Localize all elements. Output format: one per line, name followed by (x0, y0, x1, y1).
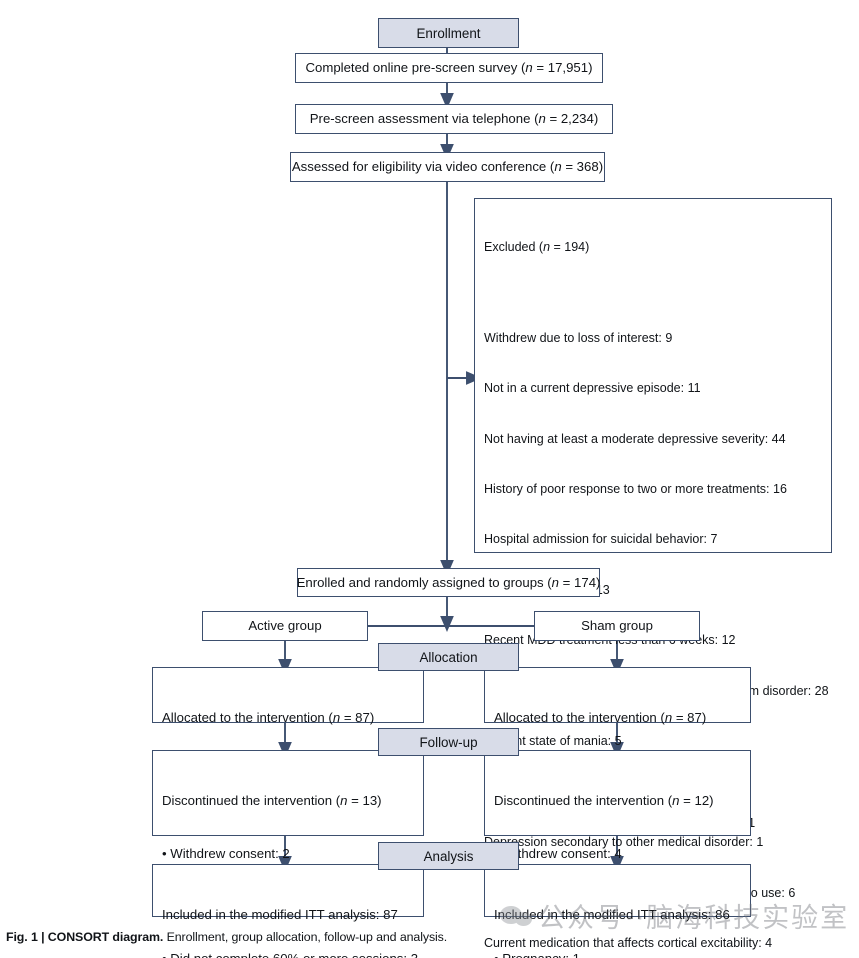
allocation-sham-header: Allocated to the intervention (n = 87) (494, 710, 707, 726)
active-group-label: Active group (248, 618, 322, 634)
figure-caption: Fig. 1 | CONSORT diagram. Enrollment, gr… (6, 930, 447, 944)
stage-enrollment-text: Enrollment (416, 25, 481, 41)
box-analysis-sham: Included in the modified ITT analysis: 8… (484, 864, 751, 922)
box-assessed-eligibility-text: Assessed for eligibility via video confe… (291, 159, 604, 175)
wechat-icon (500, 904, 534, 928)
stage-followup-text: Follow-up (419, 734, 478, 750)
stage-label-enrollment: Enrollment (378, 18, 519, 48)
analysis-active-item: Included in the modified ITT analysis: 8… (162, 907, 398, 923)
followup-sham-item: • Pregnancy: 1 (494, 950, 742, 958)
excluded-reason: Withdrew due to loss of interest: 9 (484, 330, 673, 345)
box-randomized: Enrolled and randomly assigned to groups… (297, 568, 600, 597)
excluded-reason: Not in a current depressive episode: 11 (484, 381, 701, 396)
figure-caption-text: Enrollment, group allocation, follow-up … (163, 930, 448, 944)
box-followup-active: Discontinued the intervention (n = 13) •… (152, 750, 424, 958)
box-excluded: Excluded (n = 194) Withdrew due to loss … (474, 198, 832, 950)
box-prescreen-survey: Completed online pre-screen survey (n = … (295, 53, 603, 83)
box-active-group: Active group (202, 611, 368, 641)
box-allocation-active: Allocated to the intervention (n = 87) •… (152, 667, 424, 830)
box-prescreen-assessment-text: Pre-screen assessment via telephone (n =… (309, 111, 599, 127)
watermark-text: 公众号··脑海科技实验室 (538, 903, 850, 934)
sham-group-label: Sham group (581, 618, 653, 634)
box-prescreen-survey-text: Completed online pre-screen survey (n = … (305, 60, 593, 76)
wechat-watermark: 公众号··脑海科技实验室 (500, 896, 849, 935)
followup-active-item: • Withdrew consent: 2 (162, 845, 290, 861)
stage-allocation-text: Allocation (419, 649, 478, 665)
excluded-reason: Hospital admission for suicidal behavior… (484, 532, 718, 547)
stage-label-followup: Follow-up (378, 728, 519, 756)
box-sham-group: Sham group (534, 611, 700, 641)
followup-active-header: Discontinued the intervention (n = 13) (162, 793, 382, 809)
box-followup-sham: Discontinued the intervention (n = 12) •… (484, 750, 751, 958)
excluded-reason: History of poor response to two or more … (484, 482, 787, 496)
box-allocation-sham: Allocated to the intervention (n = 87) •… (484, 667, 755, 830)
followup-sham-item: • Withdrew consent: 4 (494, 845, 622, 861)
followup-sham-header: Discontinued the intervention (n = 12) (494, 793, 714, 809)
box-prescreen-assessment: Pre-screen assessment via telephone (n =… (295, 104, 613, 134)
allocation-active-header: Allocated to the intervention (n = 87) (162, 710, 375, 726)
excluded-title: Excluded (n = 194) (484, 239, 590, 254)
stage-label-allocation: Allocation (378, 643, 519, 671)
stage-label-analysis: Analysis (378, 842, 519, 870)
followup-active-item: • Did not complete 60% or more sessions:… (162, 950, 418, 958)
excluded-reason: Current medication that affects cortical… (484, 935, 773, 950)
stage-analysis-text: Analysis (423, 848, 474, 864)
analysis-sham-item: Included in the modified ITT analysis: 8… (494, 907, 730, 923)
excluded-reason: Not having at least a moderate depressiv… (484, 431, 786, 446)
box-assessed-eligibility: Assessed for eligibility via video confe… (290, 152, 605, 182)
figure-caption-label: Fig. 1 | CONSORT diagram. (6, 930, 164, 944)
box-analysis-active: Included in the modified ITT analysis: 8… (152, 864, 424, 922)
box-randomized-text: Enrolled and randomly assigned to groups… (296, 574, 601, 590)
